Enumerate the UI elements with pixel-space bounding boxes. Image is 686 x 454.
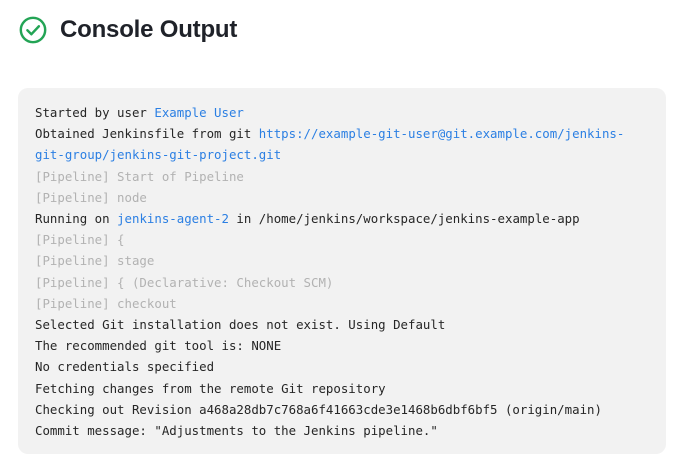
console-log-line: Started by user Example User: [35, 102, 650, 123]
check-circle-icon: [19, 16, 47, 44]
console-log-link[interactable]: jenkins-agent-2: [117, 211, 229, 227]
console-log-line: Fetching changes from the remote Git rep…: [35, 378, 650, 399]
console-log-text: Selected Git installation does not exist…: [35, 317, 446, 333]
console-log-text: [Pipeline] node: [35, 189, 147, 205]
console-log-line: [Pipeline] Start of Pipeline: [35, 166, 650, 187]
console-log-line: Checking out Revision a468a28db7c768a6f4…: [35, 399, 650, 420]
console-log-text: Running on: [35, 211, 118, 227]
console-log-line: No credentials specified: [35, 356, 650, 377]
console-log-line: The recommended git tool is: NONE: [35, 335, 650, 356]
console-log-link[interactable]: https://example-git-user@git.example.com…: [35, 126, 625, 163]
console-log-text: Commit message: "Adjustments to the Jenk…: [35, 423, 438, 439]
console-log-line: [Pipeline] checkout: [35, 293, 650, 314]
console-log-line: Commit message: "Adjustments to the Jenk…: [35, 420, 650, 441]
console-log-text: Checking out Revision a468a28db7c768a6f4…: [35, 401, 602, 417]
page-header: Console Output: [0, 0, 686, 46]
console-log-line: [Pipeline] stage: [35, 250, 650, 271]
console-log-text: [Pipeline] checkout: [35, 295, 177, 311]
console-log-line: Obtained Jenkinsfile from git https://ex…: [35, 123, 650, 165]
console-log-line: [Pipeline] { (Declarative: Checkout SCM): [35, 272, 650, 293]
console-log-text: in /home/jenkins/workspace/jenkins-examp…: [228, 211, 580, 227]
console-log-text: The recommended git tool is: NONE: [35, 338, 282, 354]
console-log-text: Fetching changes from the remote Git rep…: [35, 380, 386, 396]
console-log-text: [Pipeline] {: [35, 232, 125, 248]
console-log-text: No credentials specified: [35, 359, 215, 375]
console-log-text: Started by user: [35, 105, 155, 120]
page-title: Console Output: [60, 16, 238, 43]
console-log-link[interactable]: Example User: [154, 105, 244, 120]
console-log-text: [Pipeline] { (Declarative: Checkout SCM): [35, 274, 334, 290]
console-log-text: [Pipeline] stage: [35, 253, 155, 269]
console-log-line: [Pipeline] {: [35, 229, 650, 250]
console-log-line: Running on jenkins-agent-2 in /home/jenk…: [35, 208, 650, 229]
console-log-line: [Pipeline] node: [35, 187, 650, 208]
console-log-text: Obtained Jenkinsfile from git: [35, 126, 259, 142]
console-log-line: Selected Git installation does not exist…: [35, 314, 650, 335]
console-log-text: [Pipeline] Start of Pipeline: [35, 168, 244, 184]
